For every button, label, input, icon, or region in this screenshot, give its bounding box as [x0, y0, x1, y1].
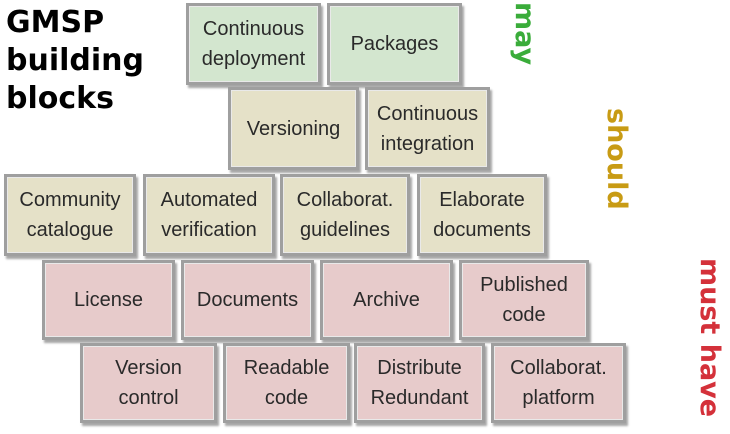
building-block: Version control [80, 343, 217, 423]
building-block: Elaborate documents [417, 174, 547, 256]
building-block: Continuous integration [365, 87, 490, 170]
building-block: License [42, 260, 175, 340]
building-block-label: Packages [350, 33, 439, 55]
building-block: Archive [320, 260, 453, 340]
diagram-title: GMSP building blocks [6, 4, 144, 118]
building-block: Distribute Redundant [354, 343, 485, 423]
building-block-label: Elaborate documents [433, 189, 531, 241]
building-block: Readable code [223, 343, 350, 423]
building-block: Community catalogue [4, 174, 136, 256]
building-block-label: License [74, 289, 143, 311]
building-block-label: Versioning [246, 117, 341, 140]
building-block: Published code [459, 260, 589, 340]
title-line: building [6, 43, 144, 78]
building-block: Packages [327, 3, 462, 85]
level-label-must: must have [694, 258, 725, 418]
building-block: Automated verification [143, 174, 275, 256]
building-block-label: Automated verification [160, 189, 258, 241]
building-block-label: Community catalogue [19, 189, 121, 241]
building-block-label: Documents [196, 289, 299, 311]
building-block-label: Archive [353, 289, 420, 311]
building-block-label: Collaborat. guidelines [296, 189, 394, 241]
title-line: blocks [6, 81, 114, 116]
level-label-may: may [509, 2, 540, 66]
building-block-label: Version control [115, 357, 182, 409]
building-block-label: Readable code [243, 357, 330, 409]
level-label-should: should [601, 108, 632, 210]
building-block: Documents [181, 260, 314, 340]
building-block-label: Continuous integration [376, 102, 479, 155]
building-block-label: Collaborat. platform [510, 357, 607, 409]
building-block-label: Published code [480, 274, 568, 326]
building-block-label: Continuous deployment [201, 18, 306, 70]
building-block: Versioning [228, 87, 359, 170]
title-line: GMSP [6, 5, 105, 40]
building-block: Collaborat. guidelines [280, 174, 410, 256]
building-block: Collaborat. platform [491, 343, 626, 423]
building-block-label: Distribute Redundant [370, 357, 469, 409]
building-block: Continuous deployment [186, 3, 321, 85]
